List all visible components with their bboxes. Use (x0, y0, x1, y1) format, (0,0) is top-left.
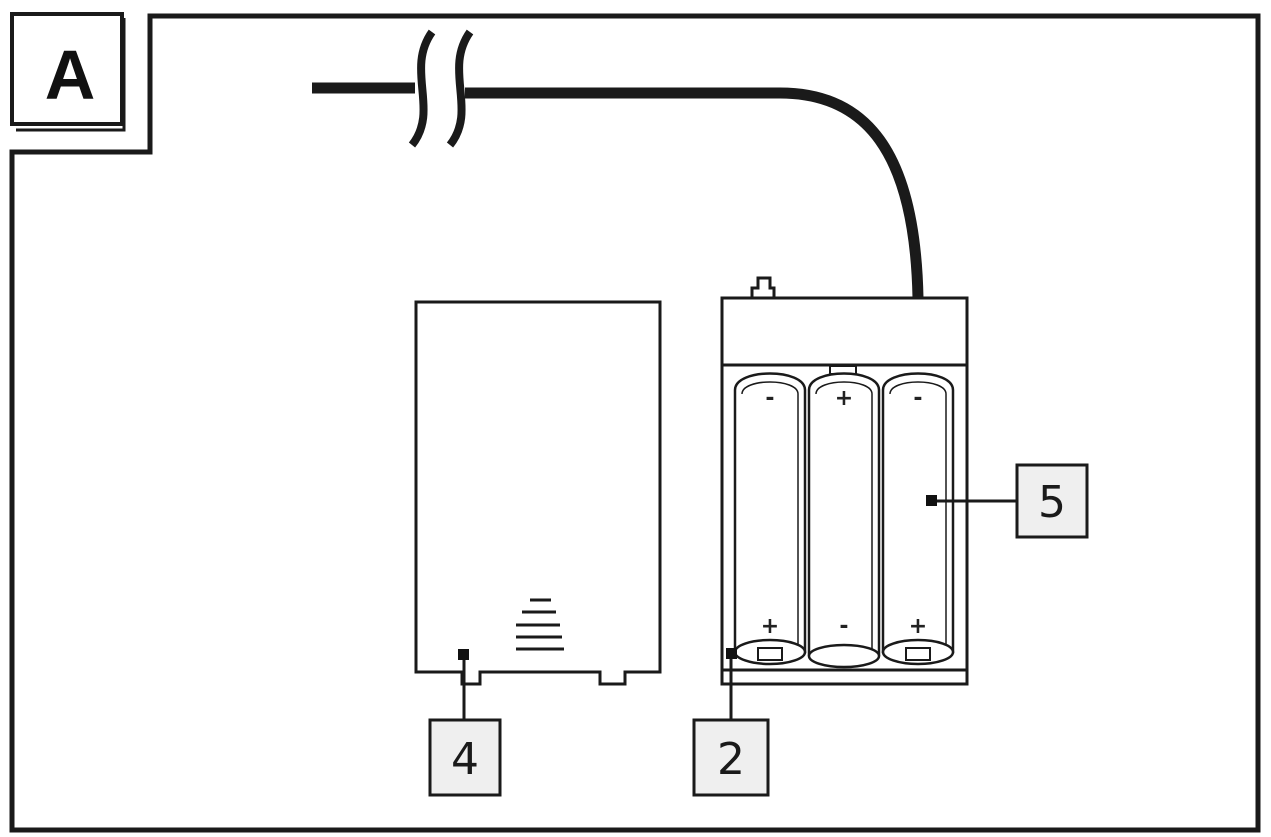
panel-label: A (45, 36, 96, 114)
battery-2: + - (807, 372, 881, 669)
callout-2-label: 2 (717, 734, 745, 785)
battery-2-top-pole: + (835, 386, 853, 411)
battery-1: - + (733, 372, 807, 666)
cable (312, 29, 924, 299)
marker-2 (726, 648, 737, 659)
outer-frame (9, 13, 1261, 833)
marker-2-leader (726, 648, 737, 720)
battery-3: - + (881, 372, 955, 666)
battery-3-top-pole: - (913, 386, 922, 411)
marker-5-leader (926, 495, 1017, 506)
marker-4 (458, 649, 469, 660)
battery-1-top-pole: - (765, 386, 774, 411)
battery-3-bottom-pole: + (909, 614, 927, 639)
battery-cover (414, 300, 662, 720)
callout-2: 2 (692, 718, 770, 797)
callout-4: 4 (428, 718, 502, 797)
grip-lines (516, 598, 564, 651)
panel-label-box: A (10, 12, 126, 132)
marker-5 (926, 495, 937, 506)
callout-4-label: 4 (451, 734, 479, 785)
callout-5-label: 5 (1038, 477, 1066, 528)
battery-2-bottom-pole: - (839, 614, 848, 639)
callout-5: 5 (1015, 463, 1089, 539)
cable-break-symbol (408, 29, 436, 148)
battery-1-bottom-pole: + (761, 614, 779, 639)
